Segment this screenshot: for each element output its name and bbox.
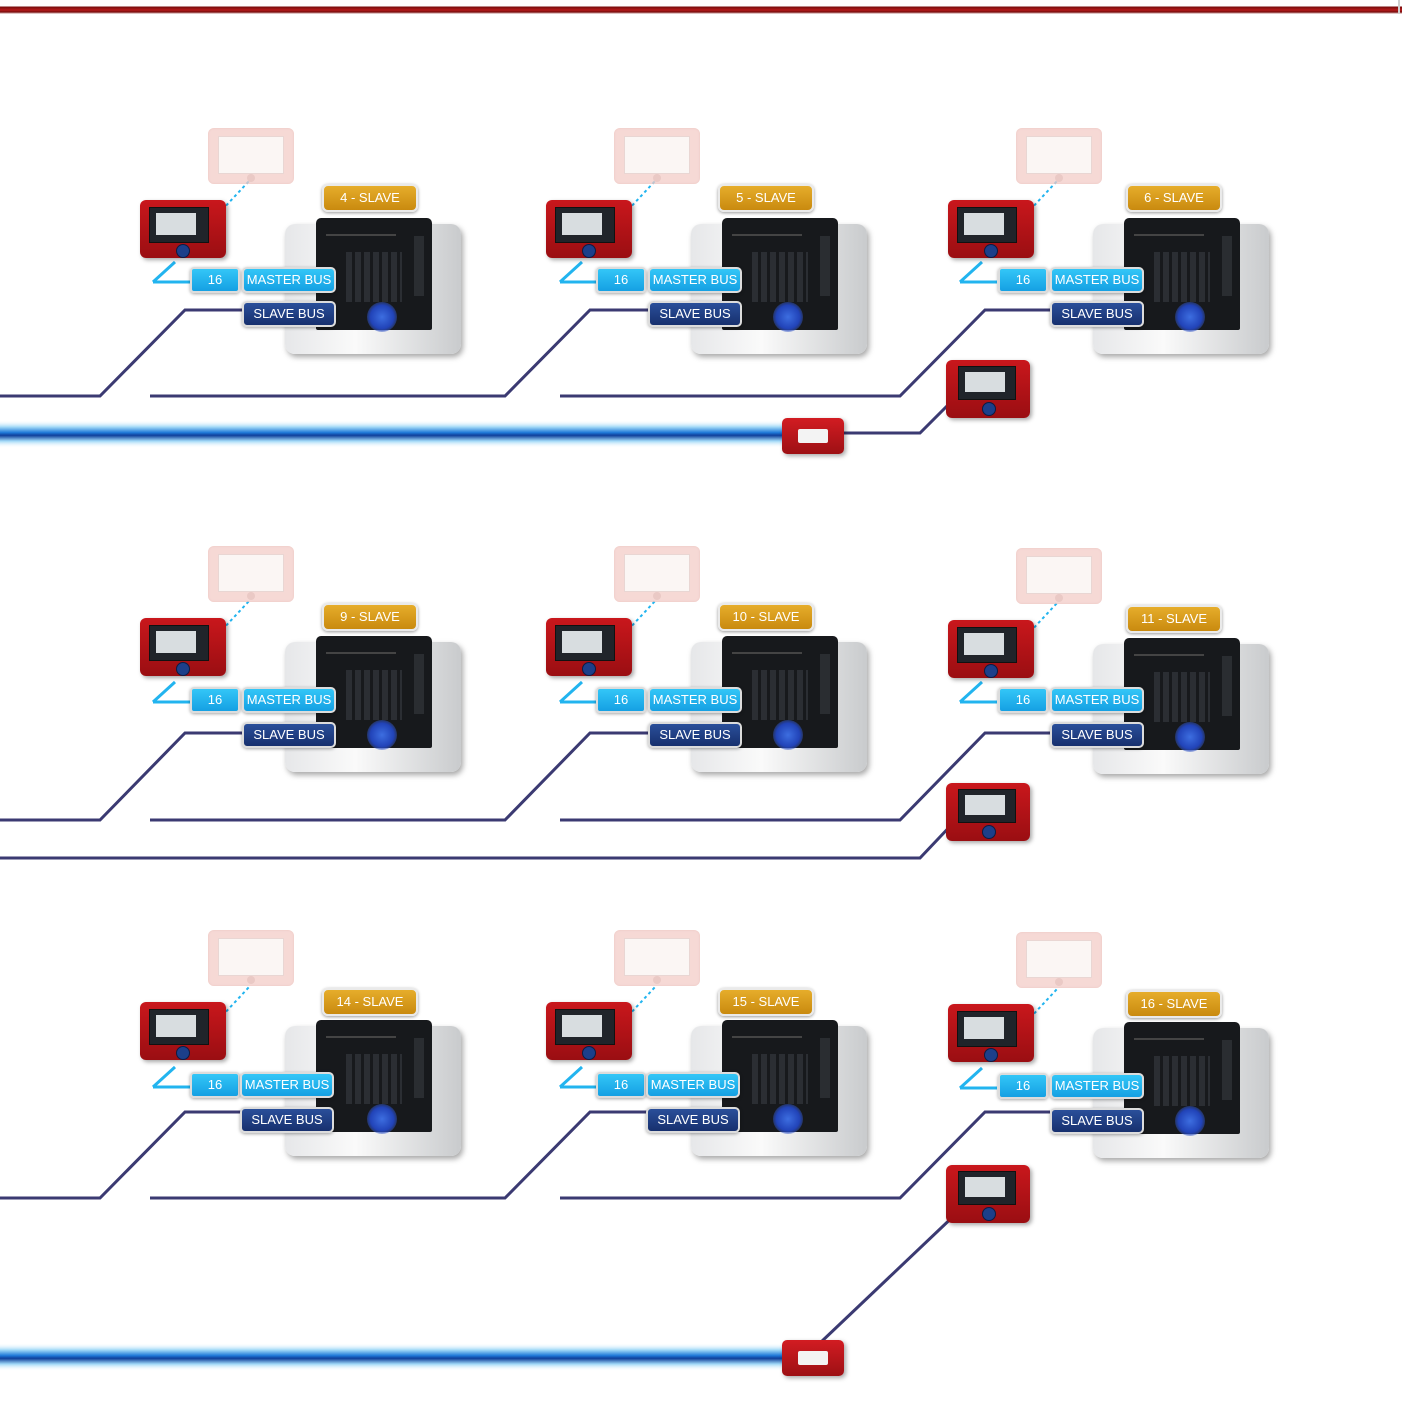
- master-bus-badge: MASTER BUS: [1050, 267, 1144, 293]
- slave-unit-4: 4 - SLAVE 16 MASTER BUS SLAVE BUS: [140, 128, 470, 388]
- dotted-links-row-2: [221, 599, 1059, 633]
- slave-unit-14: 14 - SLAVE 16 MASTER BUS SLAVE BUS: [140, 930, 470, 1190]
- bus-wires-row-1: [0, 260, 1050, 435]
- bus-connector-icon: [782, 1340, 844, 1376]
- control-panel-icon: [140, 200, 226, 258]
- control-panel-icon: [140, 618, 226, 676]
- slave-unit-16: 16 - SLAVE 16 MASTER BUS SLAVE BUS: [948, 932, 1278, 1192]
- remote-display-ghost-icon: [208, 546, 294, 602]
- control-panel-icon: [546, 1002, 632, 1060]
- slave-bus-badge: SLAVE BUS: [1050, 1108, 1144, 1134]
- slave-bus-badge: SLAVE BUS: [1050, 722, 1144, 748]
- panel-count-badge: 16: [596, 267, 646, 293]
- panel-count-badge: 16: [998, 1073, 1048, 1099]
- remote-display-ghost-icon: [614, 128, 700, 184]
- slave-badge: 14 - SLAVE: [322, 988, 418, 1016]
- bus-wires-row-3: [0, 1065, 1050, 1345]
- slave-unit-6: 6 - SLAVE 16 MASTER BUS SLAVE BUS: [948, 128, 1278, 388]
- control-panel-icon: [948, 200, 1034, 258]
- remote-display-ghost-icon: [1016, 128, 1102, 184]
- slave-bus-badge: SLAVE BUS: [242, 301, 336, 327]
- dotted-links-row-3: [221, 985, 1059, 1019]
- slave-badge: 10 - SLAVE: [718, 603, 814, 631]
- bus-connector-icon: [782, 418, 844, 454]
- slave-unit-5: 5 - SLAVE 16 MASTER BUS SLAVE BUS: [546, 128, 876, 388]
- control-panel-icon: [140, 1002, 226, 1060]
- slave-bus-badge: SLAVE BUS: [242, 722, 336, 748]
- master-bus-badge: MASTER BUS: [240, 1072, 334, 1098]
- remote-control-panel-icon: [946, 360, 1030, 418]
- remote-display-ghost-icon: [1016, 932, 1102, 988]
- top-rule-edge: [1398, 0, 1400, 14]
- remote-display-ghost-icon: [614, 546, 700, 602]
- control-panel-icon: [948, 620, 1034, 678]
- slave-unit-10: 10 - SLAVE 16 MASTER BUS SLAVE BUS: [546, 546, 876, 806]
- panel-count-badge: 16: [190, 267, 240, 293]
- remote-control-panel-icon: [946, 783, 1030, 841]
- master-bus-badge: MASTER BUS: [646, 1072, 740, 1098]
- fiber-trunk-top: [0, 420, 790, 448]
- slave-unit-9: 9 - SLAVE 16 MASTER BUS SLAVE BUS: [140, 546, 470, 806]
- fiber-trunk-bottom: [0, 1343, 790, 1371]
- panel-count-badge: 16: [596, 687, 646, 713]
- master-bus-badge: MASTER BUS: [242, 687, 336, 713]
- slave-bus-badge: SLAVE BUS: [646, 1107, 740, 1133]
- remote-display-ghost-icon: [1016, 548, 1102, 604]
- slave-bus-badge: SLAVE BUS: [1050, 301, 1144, 327]
- remote-display-ghost-icon: [208, 930, 294, 986]
- slave-badge: 6 - SLAVE: [1126, 184, 1222, 212]
- top-rule: [0, 0, 1402, 14]
- master-bus-badge: MASTER BUS: [1050, 1073, 1144, 1099]
- panel-count-badge: 16: [998, 267, 1048, 293]
- slave-badge: 5 - SLAVE: [718, 184, 814, 212]
- slave-badge: 4 - SLAVE: [322, 184, 418, 212]
- slave-unit-15: 15 - SLAVE 16 MASTER BUS SLAVE BUS: [546, 930, 876, 1190]
- fire-control-cabinet-icon: [285, 1020, 461, 1156]
- remote-control-panel-icon: [946, 1165, 1030, 1223]
- remote-display-ghost-icon: [614, 930, 700, 986]
- dotted-links-row-1: [221, 179, 1059, 211]
- master-bus-badge: MASTER BUS: [1050, 687, 1144, 713]
- slave-badge: 15 - SLAVE: [718, 988, 814, 1016]
- fire-control-cabinet-icon: [691, 1020, 867, 1156]
- panel-count-badge: 16: [596, 1072, 646, 1098]
- slave-badge: 16 - SLAVE: [1126, 990, 1222, 1018]
- panel-count-badge: 16: [190, 687, 240, 713]
- slave-badge: 9 - SLAVE: [322, 603, 418, 631]
- slave-bus-badge: SLAVE BUS: [240, 1107, 334, 1133]
- slave-unit-11: 11 - SLAVE 16 MASTER BUS SLAVE BUS: [948, 548, 1278, 808]
- slave-badge: 11 - SLAVE: [1126, 605, 1222, 633]
- control-panel-icon: [546, 200, 632, 258]
- master-bus-badge: MASTER BUS: [648, 687, 742, 713]
- slave-bus-badge: SLAVE BUS: [648, 301, 742, 327]
- remote-display-ghost-icon: [208, 128, 294, 184]
- master-bus-badge: MASTER BUS: [648, 267, 742, 293]
- control-panel-icon: [948, 1004, 1034, 1062]
- control-panel-icon: [546, 618, 632, 676]
- slave-bus-badge: SLAVE BUS: [648, 722, 742, 748]
- master-bus-badge: MASTER BUS: [242, 267, 336, 293]
- panel-count-badge: 16: [190, 1072, 240, 1098]
- panel-count-badge: 16: [998, 687, 1048, 713]
